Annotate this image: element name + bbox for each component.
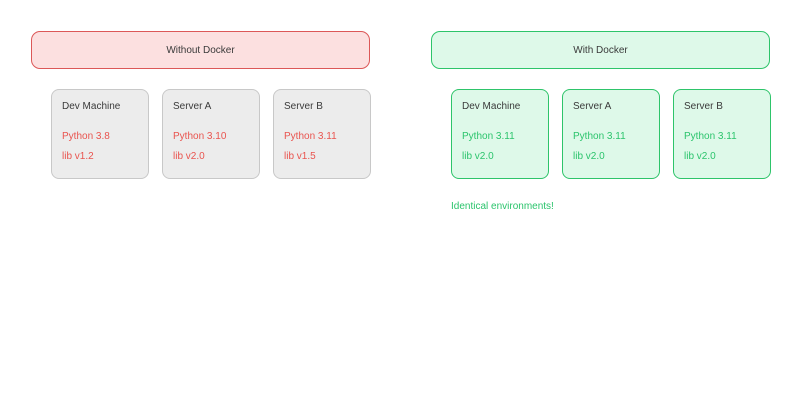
without-docker-server-a-box: Server A Python 3.10 lib v2.0: [162, 89, 260, 179]
machine-name: Server B: [284, 101, 323, 112]
machine-name: Server A: [573, 101, 612, 112]
machine-name: Dev Machine: [462, 101, 521, 112]
without-docker-header-label: Without Docker: [166, 44, 235, 56]
with-docker-header: With Docker: [431, 31, 770, 69]
python-version: Python 3.11: [684, 131, 737, 142]
python-version: Python 3.8: [62, 131, 110, 142]
without-docker-dev-machine-box: Dev Machine Python 3.8 lib v1.2: [51, 89, 149, 179]
lib-version: lib v2.0: [173, 151, 205, 162]
machine-name: Server A: [173, 101, 212, 112]
identical-environments-caption: Identical environments!: [451, 201, 554, 212]
python-version: Python 3.11: [462, 131, 515, 142]
python-version: Python 3.10: [173, 131, 227, 142]
machine-name: Dev Machine: [62, 101, 121, 112]
lib-version: lib v2.0: [573, 151, 605, 162]
with-docker-dev-machine-box: Dev Machine Python 3.11 lib v2.0: [451, 89, 549, 179]
machine-name: Server B: [684, 101, 723, 112]
without-docker-header: Without Docker: [31, 31, 370, 69]
lib-version: lib v2.0: [684, 151, 716, 162]
python-version: Python 3.11: [573, 131, 626, 142]
with-docker-server-a-box: Server A Python 3.11 lib v2.0: [562, 89, 660, 179]
with-docker-server-b-box: Server B Python 3.11 lib v2.0: [673, 89, 771, 179]
lib-version: lib v1.5: [284, 151, 316, 162]
with-docker-header-label: With Docker: [573, 44, 628, 56]
without-docker-server-b-box: Server B Python 3.11 lib v1.5: [273, 89, 371, 179]
lib-version: lib v1.2: [62, 151, 94, 162]
python-version: Python 3.11: [284, 131, 337, 142]
lib-version: lib v2.0: [462, 151, 494, 162]
